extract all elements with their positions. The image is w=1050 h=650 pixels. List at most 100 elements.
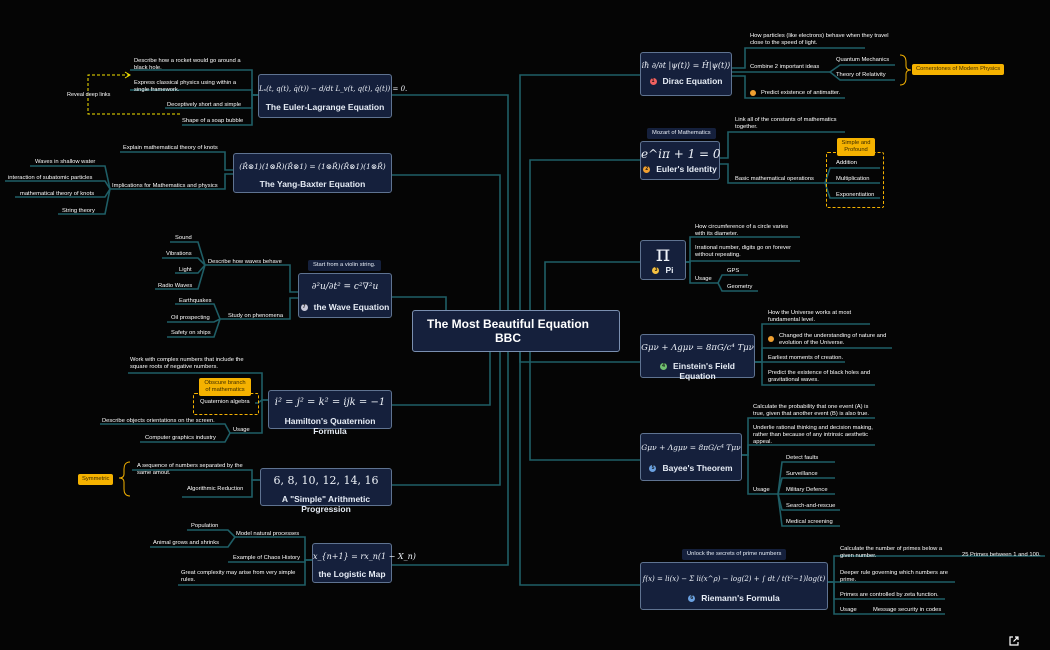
euler-item-2[interactable]: Basic mathematical operations [735, 176, 814, 182]
yang-formula: (Ř⊗1)(1⊗Ř)(Ř⊗1) = (1⊗Ř)(Ř⊗1)(1⊗Ř) [239, 162, 386, 171]
yang-item-1[interactable]: Explain mathematical theory of knots [123, 145, 218, 151]
einstein-title: Einstein's Field Equation [672, 361, 735, 381]
pi-usage-2[interactable]: Geometry [727, 284, 753, 290]
logistic-item-1[interactable]: Model natural processes [236, 531, 300, 537]
riemann-callout[interactable]: Unlock the secrets of prime numbers [682, 549, 787, 560]
bayes-item-2[interactable]: Underlie rational thinking and decision … [753, 425, 873, 445]
number-badge: 3 [652, 267, 660, 275]
dirac-title: Dirac Equation [662, 76, 723, 86]
dirac-idea-2[interactable]: Theory of Relativity [836, 72, 886, 78]
quaternion-boundary [193, 393, 259, 415]
wave-type-2[interactable]: Vibrations [166, 251, 192, 257]
euler-op-3[interactable]: Exponentiation [836, 192, 875, 198]
riemann-item-2[interactable]: Deeper rule governing which numbers are … [840, 570, 948, 583]
number-badge: 2 [643, 166, 651, 174]
riemann-title: Riemann's Formula [701, 593, 780, 603]
arith-title: A "Simple" Arithmetic Progression [281, 494, 371, 514]
bayes-usage-1[interactable]: Detect faults [786, 455, 819, 461]
riemann-topic[interactable]: f(x) = li(x) − Σ li(x^ρ) − log(2) + ∫ dt… [640, 562, 828, 610]
bayes-item-3[interactable]: Usage [753, 487, 770, 493]
wave-type-1[interactable]: Sound [175, 235, 192, 241]
dirac-formula: iħ ∂/∂t |ψ(t)⟩ = Ĥ|ψ(t)⟩ [641, 61, 731, 70]
einstein-item-1[interactable]: How the Universe works at most fundament… [768, 310, 852, 323]
lagrange-item-2[interactable]: Express classical physics using within a… [134, 80, 237, 93]
einstein-marker-icon [768, 336, 774, 342]
logistic-item-2[interactable]: Example of Chaos History [233, 555, 301, 561]
lagrange-item-4[interactable]: Shape of a soap bubble [182, 118, 244, 124]
bayes-usage-4[interactable]: Search-and-rescue [786, 503, 836, 509]
wave-type-3[interactable]: Light [179, 267, 192, 273]
riemann-usage-1[interactable]: Message security in codes [873, 607, 942, 613]
operations-boundary [826, 152, 884, 208]
arithmetic-topic[interactable]: 6, 8, 10, 12, 14, 16 A "Simple" Arithmet… [260, 468, 392, 514]
euler-op-1[interactable]: Addition [836, 160, 857, 166]
yang-impl-4[interactable]: String theory [62, 208, 95, 214]
yang-item-2[interactable]: Implications for Mathematics and physics [112, 183, 218, 189]
einstein-item-2[interactable]: Changed the understanding of nature and … [779, 333, 887, 346]
wave-phenom-1[interactable]: Earthquakes [179, 298, 212, 304]
dirac-item-3[interactable]: Predict existence of antimatter. [761, 90, 841, 96]
lagrange-item-3[interactable]: Deceptively short and simple [167, 102, 242, 108]
hamilton-item-1[interactable]: Work with complex numbers that include t… [130, 357, 244, 370]
yang-impl-3[interactable]: mathematical theory of knots [20, 191, 95, 197]
hamilton-usage-2[interactable]: Computer graphics industry [145, 435, 216, 441]
hamilton-topic[interactable]: i² = j² = k² = ijk = −1 Hamilton's Quate… [268, 390, 392, 436]
euler-callout[interactable]: Mozart of Mathematics [647, 128, 716, 139]
einstein-item-3[interactable]: Earliest moments of creation. [768, 355, 844, 361]
euler-item-1[interactable]: Link all of the constants of mathematics… [735, 117, 837, 130]
riemann-extra[interactable]: 25 Primes between 1 and 100. [962, 552, 1041, 558]
logistic-title: the Logistic Map [318, 569, 386, 579]
arith-item-2[interactable]: Algorithmic Reduction [187, 486, 244, 492]
wave-item-2[interactable]: Study on phenomena [228, 313, 284, 319]
dirac-idea-1[interactable]: Quantum Mechanics [836, 57, 890, 63]
cornerstones-tag[interactable]: Cornerstones of Modern Physics [912, 64, 1005, 75]
quaternion-algebra[interactable]: Quaternion algebra [200, 399, 250, 405]
euler-lagrange-topic[interactable]: Lₓ(t, q(t), q̇(t)) − d/dt L_v(t, q(t), q… [258, 74, 407, 118]
pi-item-2[interactable]: Irrational number, digits go on forever … [695, 245, 792, 258]
wave-callout[interactable]: Start from a violin string. [308, 260, 381, 271]
simple-profound-tag[interactable]: Simple and Profound [837, 138, 875, 156]
arith-formula: 6, 8, 10, 12, 14, 16 [273, 474, 379, 487]
wave-item-1[interactable]: Describe how waves behave [208, 259, 282, 265]
yang-baxter-topic[interactable]: (Ř⊗1)(1⊗Ř)(Ř⊗1) = (1⊗Ř)(Ř⊗1)(1⊗Ř) The Ya… [233, 153, 392, 193]
obscure-branch-tag[interactable]: Obscure branch of mathematics [199, 378, 251, 396]
logistic-map-topic[interactable]: x_{n+1} = rx_n(1 − X_n) the Logistic Map [312, 543, 416, 583]
bayes-usage-2[interactable]: Surveillance [786, 471, 818, 477]
wave-phenom-3[interactable]: Safety on ships [171, 330, 211, 336]
pi-usage-1[interactable]: GPS [727, 268, 740, 274]
wave-type-4[interactable]: Radio Waves [158, 283, 193, 289]
bayes-usage-3[interactable]: Military Defence [786, 487, 828, 493]
hamilton-usage-1[interactable]: Describe objects orientations on the scr… [102, 418, 215, 424]
external-link-icon[interactable] [1009, 636, 1019, 646]
riemann-item-1[interactable]: Calculate the number of primes below a g… [840, 546, 943, 559]
riemann-item-4[interactable]: Usage [840, 607, 857, 613]
riemann-item-3[interactable]: Primes are controlled by zeta function. [840, 592, 939, 598]
dirac-item-2[interactable]: Combine 2 important ideas [750, 64, 820, 70]
logistic-model-1[interactable]: Population [191, 523, 219, 529]
euler-op-2[interactable]: Multiplication [836, 176, 870, 182]
symmetric-tag[interactable]: Symmetric [78, 474, 114, 485]
wave-phenom-2[interactable]: Oil prospecting [171, 315, 210, 321]
logistic-model-2[interactable]: Animal grows and shrinks [153, 540, 220, 546]
bayes-item-1[interactable]: Calculate the probability that one event… [753, 404, 870, 417]
logistic-item-3[interactable]: Great complexity may arise from very sim… [181, 570, 296, 583]
hamilton-item-2[interactable]: Usage [233, 427, 250, 433]
arith-item-1[interactable]: A sequence of numbers separated by the s… [137, 463, 243, 476]
bayes-usage-5[interactable]: Medical screening [786, 519, 833, 525]
einstein-item-4[interactable]: Predict the existence of black holes and… [768, 370, 871, 383]
dirac-item-1[interactable]: How particles (like electrons) behave wh… [750, 33, 889, 46]
hamilton-title: Hamilton's Quaternion Formula [284, 416, 376, 436]
reveal-deep-links-label[interactable]: Reveal deep links [67, 92, 111, 98]
pi-item-1[interactable]: How circumference of a circle varies wit… [695, 224, 789, 237]
yang-impl-1[interactable]: Waves in shallow water [35, 159, 96, 165]
lagrange-item-1[interactable]: Describe how a rocket would go around a … [134, 58, 241, 71]
yang-impl-2[interactable]: interaction of subatomic particles [8, 175, 93, 181]
pi-item-3[interactable]: Usage [695, 276, 712, 282]
